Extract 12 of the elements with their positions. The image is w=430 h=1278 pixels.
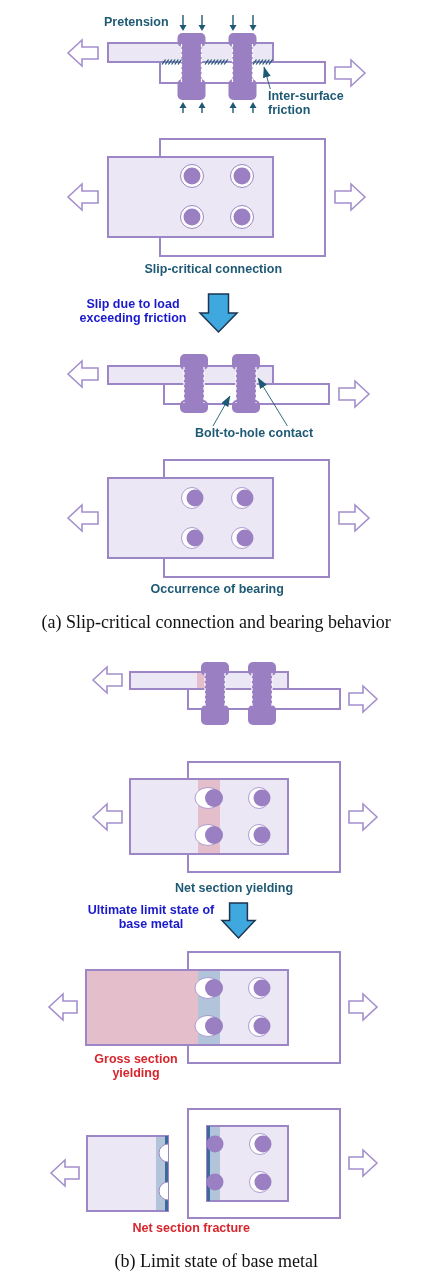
annotation-label: Pretension (104, 15, 170, 29)
failure-label: Gross section yielding (93, 1052, 179, 1080)
transition-label: Ultimate limit state of base metal (87, 903, 215, 931)
stage-caption: Slip-critical connection (144, 262, 284, 276)
callout-label: Bolt-to-hole contact (195, 426, 315, 440)
stage-caption: Occurrence of bearing (150, 582, 285, 596)
stage-caption: Net section yielding (175, 881, 295, 895)
figure-caption: (a) Slip-critical connection and bearing behavior (41, 612, 392, 632)
transition-label: Slip due to load exceeding friction (79, 297, 187, 325)
failure-label: Net section fracture (132, 1221, 251, 1235)
callout-label: Inter-surface friction (268, 89, 345, 117)
figure-caption: (b) Limit state of base metal (114, 1251, 319, 1271)
